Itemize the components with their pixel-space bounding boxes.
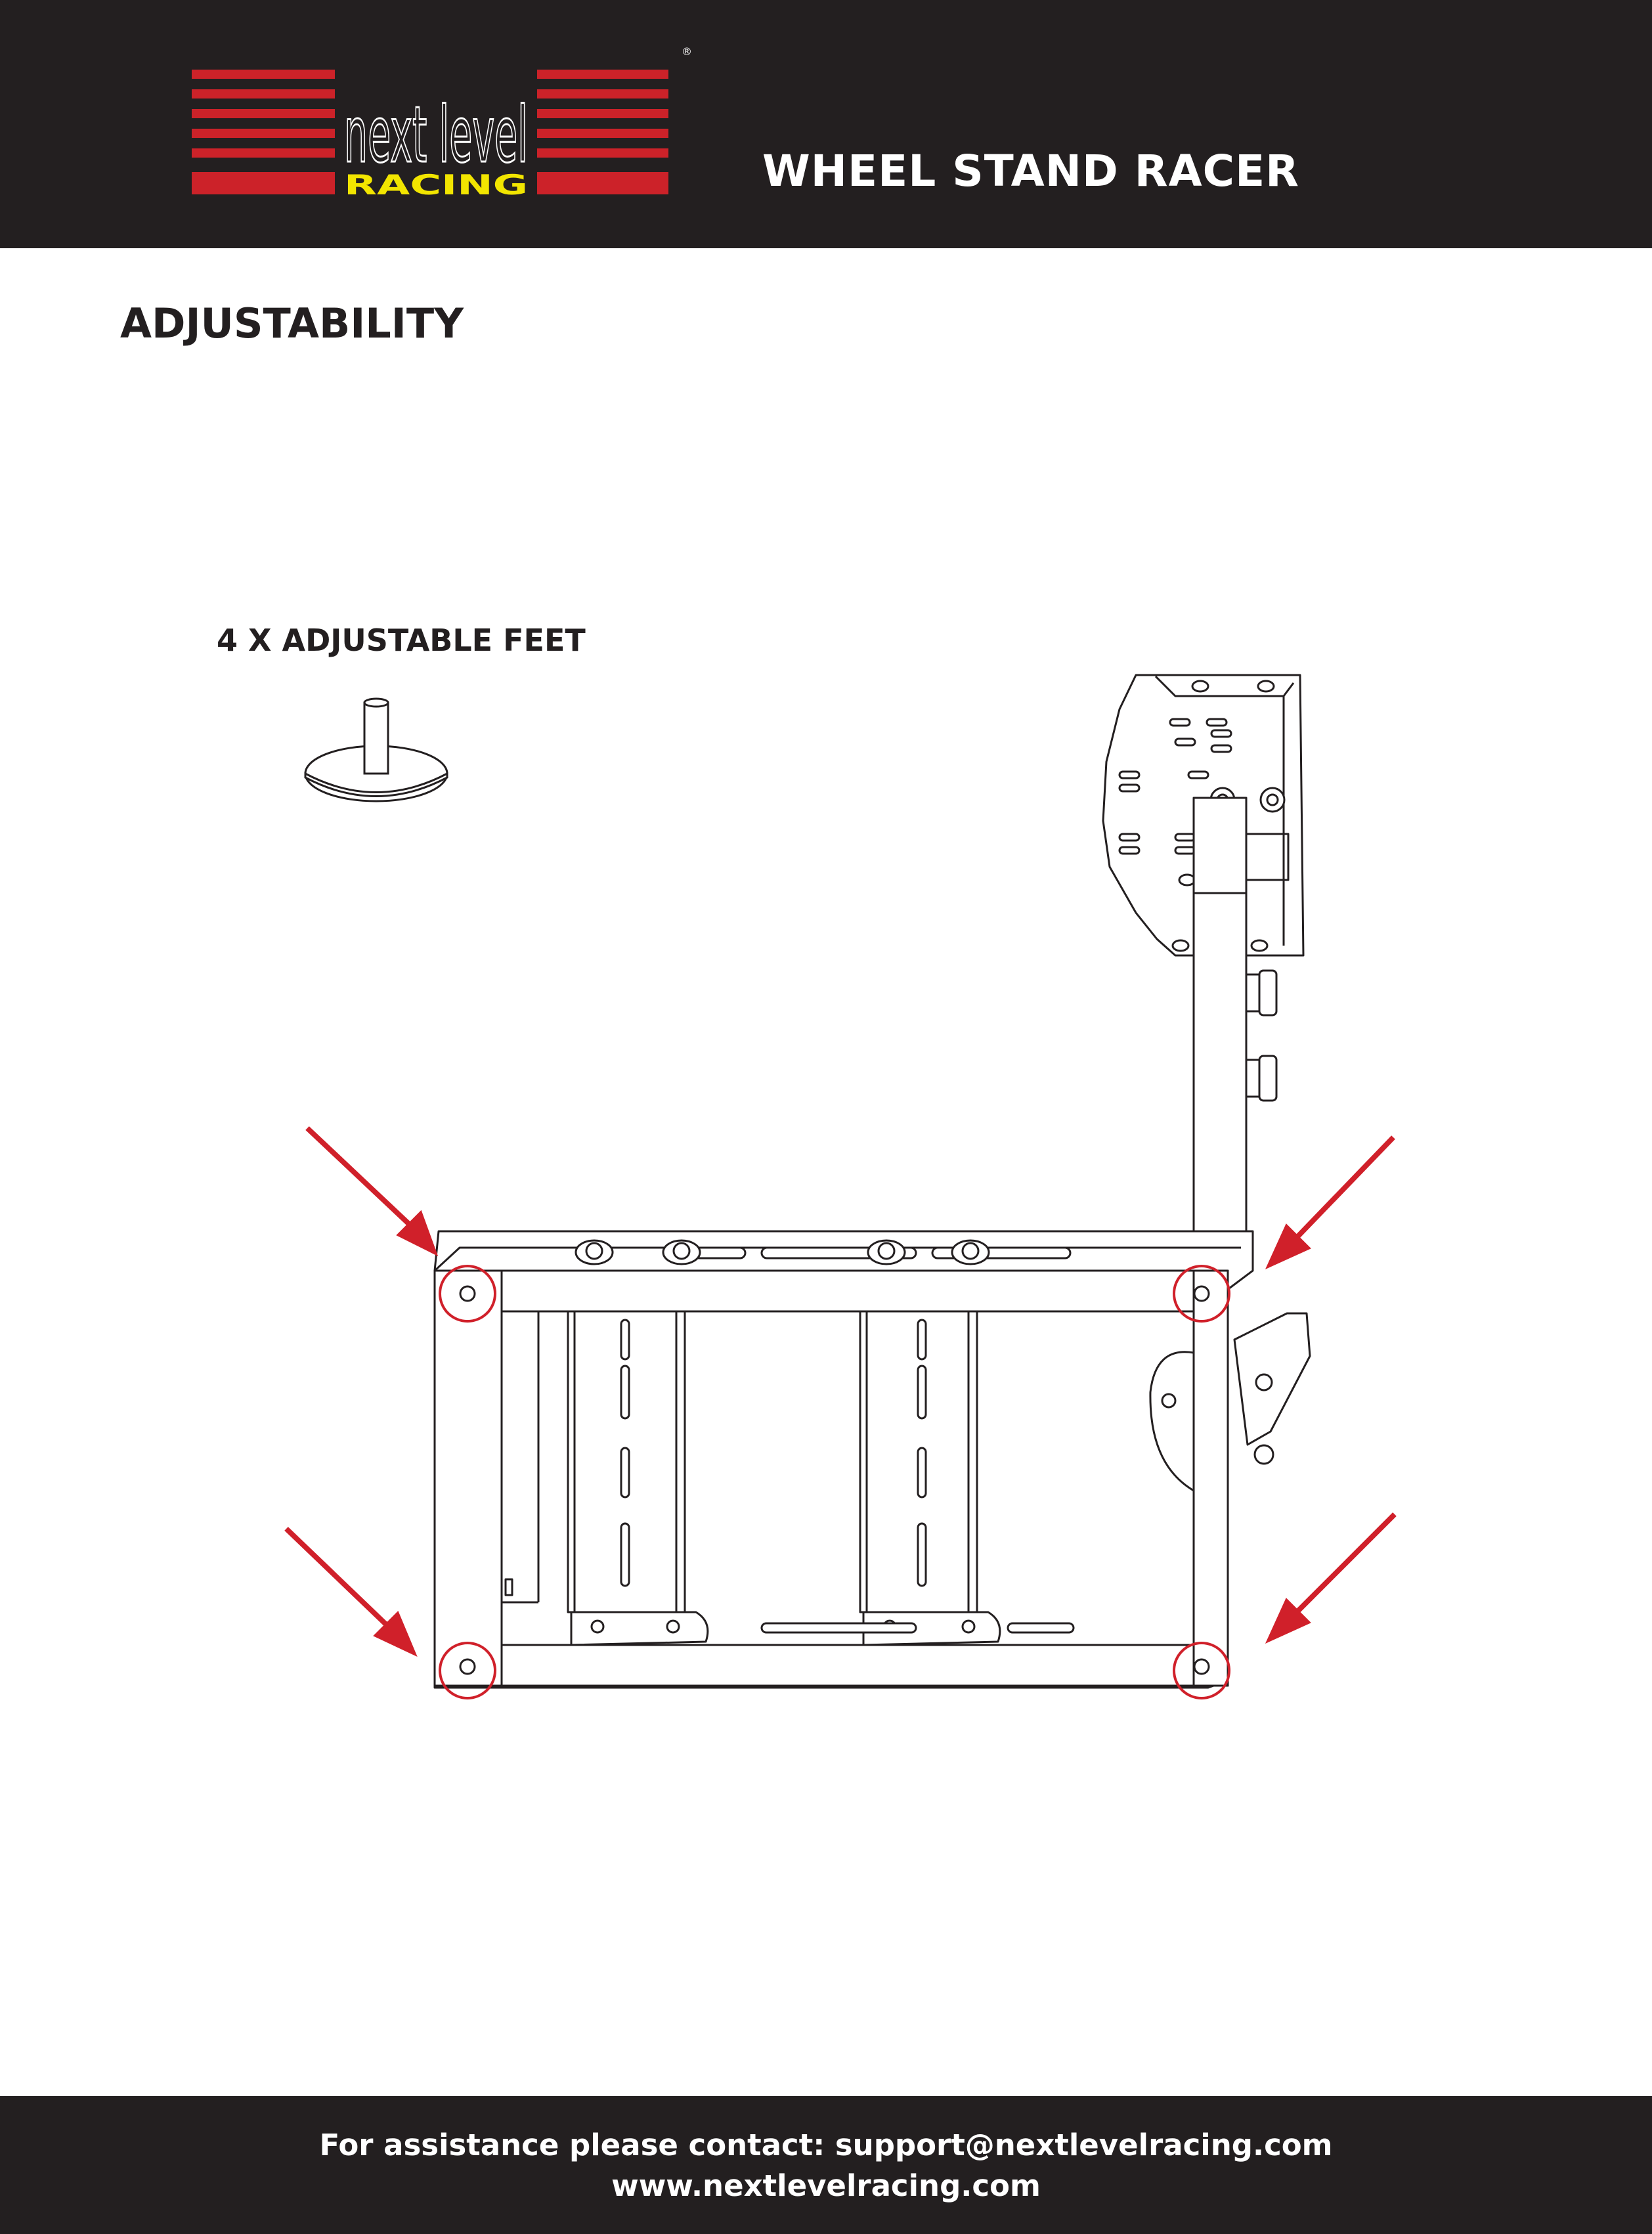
red-arrow-icon (284, 1527, 399, 1637)
red-circle-marker (439, 1265, 496, 1323)
section-title: ADJUSTABILITY (120, 299, 464, 347)
parts-callout-label: 4 X ADJUSTABLE FEET (217, 623, 586, 658)
red-circle-marker (1173, 1642, 1230, 1699)
svg-text:next level: next level (344, 89, 528, 180)
red-circle-marker (1173, 1265, 1230, 1323)
red-arrow-icon (305, 1126, 422, 1237)
next-level-racing-logo: next level RACING ® (192, 45, 692, 201)
page-header: next level RACING ® WHEEL STAND RACER (0, 0, 1652, 248)
red-arrow-icon (1285, 1135, 1395, 1250)
support-contact-line: For assistance please contact: support@n… (319, 2128, 1333, 2162)
website-link[interactable]: www.nextlevelracing.com (611, 2168, 1041, 2203)
svg-text:RACING: RACING (344, 169, 528, 201)
red-arrow-icon (1285, 1512, 1397, 1624)
svg-text:®: ® (682, 45, 692, 58)
page-footer: For assistance please contact: support@n… (0, 2096, 1652, 2234)
red-circle-marker (439, 1642, 496, 1699)
adjustable-foot-icon (304, 697, 448, 802)
page-title: WHEEL STAND RACER (762, 146, 1299, 196)
